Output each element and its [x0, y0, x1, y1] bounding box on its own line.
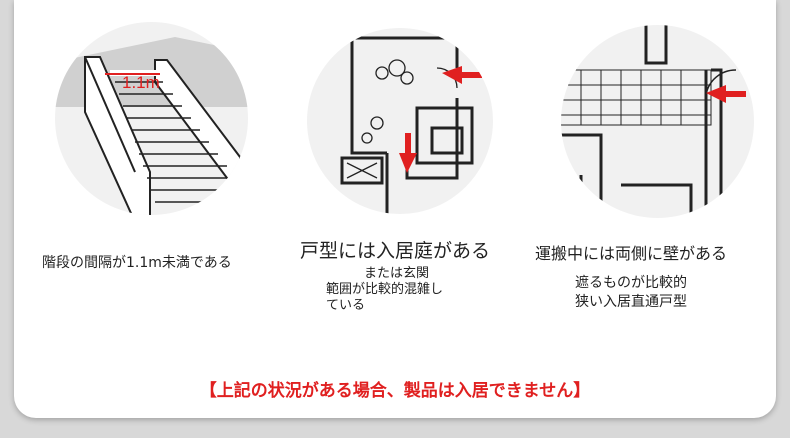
corridor-subcaption: 遮るものが比較的 狭い入居直通戸型 — [575, 275, 687, 310]
entrance-plan-illustration — [307, 28, 493, 214]
stairs-icon: 1.1m — [55, 37, 248, 215]
stairs-illustration: 1.1m — [55, 22, 248, 215]
corridor-caption: 運搬中には両側に壁がある — [535, 244, 728, 263]
red-arrow-icon — [706, 85, 746, 103]
corridor-icon — [561, 25, 746, 218]
entrance-subcaption: または玄関 範囲が比較的混雑し ている — [326, 266, 444, 313]
entrance-caption: 戸型には入居庭がある — [300, 240, 491, 262]
restriction-card: 1.1m 階段の間隔が1.1m未満である 戸型には入居 — [14, 0, 776, 418]
floorplan-icon — [340, 36, 482, 214]
stairs-caption: 階段の間隔が1.1m未満である — [42, 255, 232, 271]
red-arrow-icon — [442, 66, 482, 84]
notice-text: 【上記の状況がある場合、製品は入居できません】 — [199, 381, 591, 401]
width-label: 1.1m — [122, 73, 160, 92]
red-arrow-icon — [399, 133, 417, 173]
corridor-illustration — [561, 25, 754, 218]
